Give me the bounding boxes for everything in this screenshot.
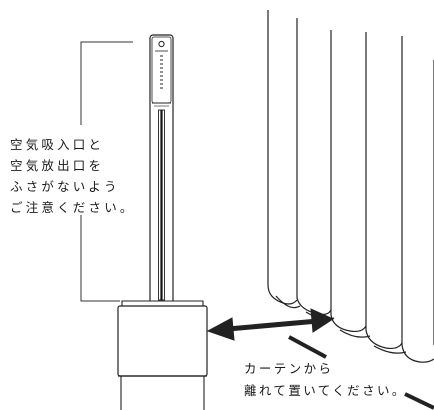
air-vent-caution-note: 空気吸入口と 空気放出口を ふさがないよう ご注意ください。 xyxy=(10,134,136,218)
arrow-left-head-icon xyxy=(206,317,235,341)
left-note-line: ご注意ください。 xyxy=(10,200,136,215)
arrow-right-head-icon xyxy=(310,308,335,333)
curtain-distance-note: カーテンから 離れて置いてください。 xyxy=(244,358,407,402)
purifier-base xyxy=(117,305,208,377)
curtain xyxy=(267,10,434,363)
distance-arrow xyxy=(206,308,335,341)
right-note-leader xyxy=(288,335,327,359)
left-note-line: ふさがないよう xyxy=(10,179,120,194)
left-note-line: 空気吸入口と xyxy=(10,137,105,152)
power-button-icon xyxy=(158,40,165,48)
left-note-line: 空気放出口を xyxy=(10,158,105,173)
floor-hatch xyxy=(404,392,434,410)
right-note-line: 離れて置いてください。 xyxy=(244,383,407,398)
callout-bracket xyxy=(80,41,133,302)
air-purifier xyxy=(117,34,208,410)
intake-vent-slots xyxy=(160,55,163,89)
right-note-line: カーテンから xyxy=(244,361,334,376)
